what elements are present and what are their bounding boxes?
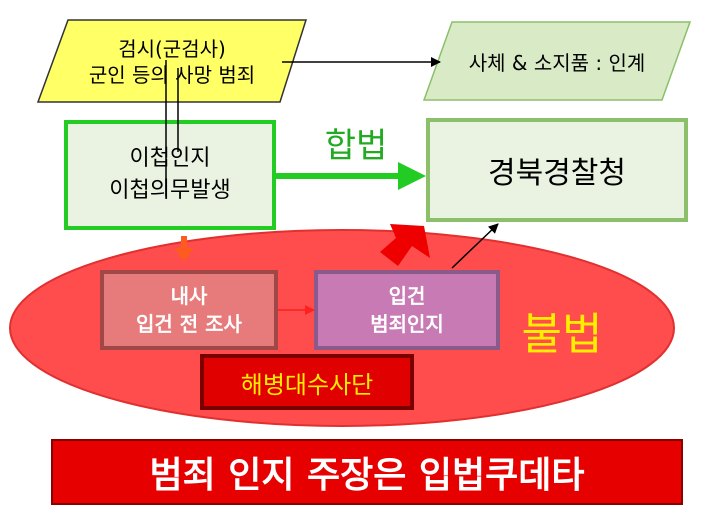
blocked-red-arrow	[380, 224, 430, 266]
orange-arrow-head	[174, 248, 194, 262]
police-label: 경북경찰청	[488, 156, 626, 191]
legal-label: 합법	[324, 125, 388, 166]
autopsy-line2: 군인 등의 사망 범죄	[88, 63, 256, 87]
autopsy-node: 검시(군검사) 군인 등의 사망 범죄	[50, 26, 294, 98]
arrow-case-to-police	[451, 223, 499, 269]
pre-investigation-node: 내사 입건 전 조사	[106, 276, 272, 344]
case-filed-shape	[314, 270, 500, 350]
pre-investigation-line1: 내사	[170, 284, 208, 308]
autopsy-shape	[36, 19, 308, 103]
transfer-node: 이첩인지 이첩의무발생	[70, 128, 270, 222]
case-filed-node: 입건 범죄인지	[320, 276, 494, 344]
police-shape	[426, 118, 688, 222]
transfer-line2: 이첩의무발생	[109, 178, 231, 203]
marine-unit-shape	[200, 354, 414, 410]
autopsy-line1: 검시(군검사)	[118, 37, 226, 61]
transfer-line1: 이첩인지	[129, 146, 211, 171]
illegal-label: 불법	[521, 309, 603, 360]
legal-label-box: 합법	[306, 120, 406, 166]
banner-label: 범죄 인지 주장은 입법쿠데타	[149, 455, 585, 496]
banner: 범죄 인지 주장은 입법쿠데타	[54, 442, 680, 502]
pre-investigation-shape	[100, 270, 278, 350]
handover-node: 사체 & 소지품 : 인계	[432, 40, 682, 82]
marine-unit-label: 해병대수사단	[240, 370, 374, 399]
illegal-label-box: 불법	[506, 298, 618, 362]
case-filed-line1: 입건	[388, 284, 426, 308]
legal-arrow-head	[398, 162, 426, 190]
handover-shape	[422, 21, 692, 101]
pre-investigation-line2: 입건 전 조사	[136, 312, 242, 336]
police-node: 경북경찰청	[430, 124, 684, 216]
marine-unit-node: 해병대수사단	[206, 360, 408, 404]
handover-label: 사체 & 소지품 : 인계	[468, 50, 646, 75]
transfer-shape	[64, 120, 276, 230]
case-filed-line2: 범죄인지	[370, 312, 444, 336]
banner-shape	[51, 439, 683, 505]
